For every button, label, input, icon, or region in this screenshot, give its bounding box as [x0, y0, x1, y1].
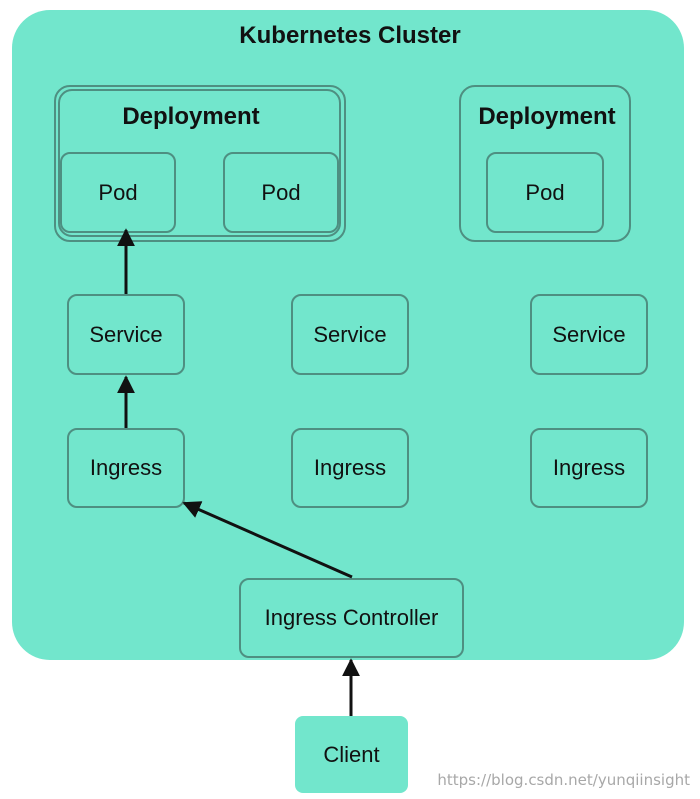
pod-1: Pod [60, 152, 176, 233]
client: Client [295, 716, 408, 793]
deployment-2-label: Deployment [478, 103, 616, 130]
ingress-1: Ingress [67, 428, 185, 508]
pod-2: Pod [223, 152, 339, 233]
service-3: Service [530, 294, 648, 375]
pod-3: Pod [486, 152, 604, 233]
arrow-controller-to-ingress [182, 501, 353, 579]
deployment-1-label: Deployment [122, 103, 260, 130]
service-2: Service [291, 294, 409, 375]
watermark: https://blog.csdn.net/yunqiinsight [437, 771, 690, 789]
cluster-title: Kubernetes Cluster [239, 22, 461, 49]
service-1: Service [67, 294, 185, 375]
ingress-2: Ingress [291, 428, 409, 508]
ingress-3: Ingress [530, 428, 648, 508]
ingress-controller: Ingress Controller [239, 578, 464, 658]
